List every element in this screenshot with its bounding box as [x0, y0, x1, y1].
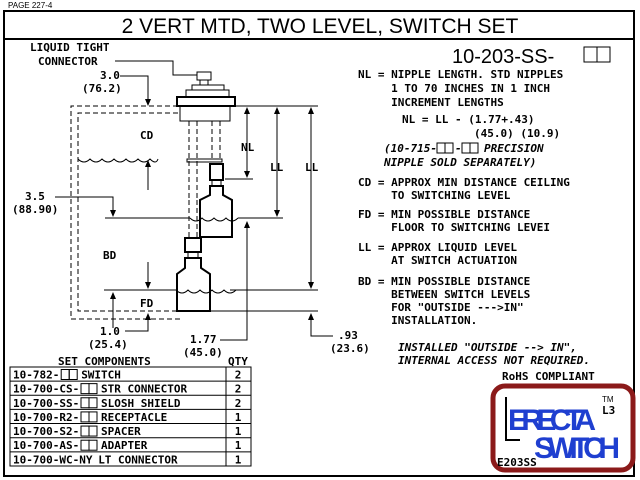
dim-float: 1.77	[190, 333, 217, 346]
note-nl: INCREMENT LENGTHS	[358, 96, 504, 109]
part-number: 10-203-SS-	[452, 46, 554, 68]
dim-bottom-mm: (25.4)	[88, 338, 128, 351]
option-box	[80, 383, 90, 395]
logo-switch: SWITCH	[534, 432, 620, 465]
component-qty: 1	[235, 439, 242, 452]
label-ll: LL	[305, 161, 319, 174]
option-box	[80, 411, 90, 423]
note-fd: FLOOR TO SWITCHING LEVEI	[358, 221, 550, 234]
component-part: 10-700-WC-NY	[13, 453, 93, 466]
note-bd: INSTALLATION.	[358, 314, 477, 327]
installed-note: INTERNAL ACCESS NOT REQUIRED.	[398, 354, 590, 367]
qty-header: QTY	[228, 355, 248, 368]
note-nl: 1 TO 70 INCHES IN 1 INCH	[358, 82, 550, 95]
dim-right: .93	[338, 329, 358, 342]
component-qty: 2	[235, 369, 242, 382]
dim-mid-mm: (88.90)	[12, 203, 58, 216]
component-qty: 2	[235, 397, 242, 410]
component-description: LT CONNECTOR	[98, 453, 178, 466]
option-box	[583, 46, 598, 63]
option-box	[80, 439, 90, 451]
component-description: SWITCH	[81, 369, 121, 382]
note-fd: FD = MIN POSSIBLE DISTANCE	[358, 208, 530, 221]
option-box	[68, 369, 78, 380]
installed-note: INSTALLED "OUTSIDE --> IN",	[398, 341, 577, 354]
component-qty: 1	[235, 453, 242, 466]
note-ll: AT SWITCH ACTUATION	[358, 254, 517, 267]
formula: NL = LL - (1.77+.43)	[402, 113, 534, 126]
notes: NL = NIPPLE LENGTH. STD NIPPLES 1 TO 70 …	[358, 68, 590, 367]
option-box	[596, 46, 611, 63]
component-qty: 1	[235, 425, 242, 438]
note-nl: NL = NIPPLE LENGTH. STD NIPPLES	[358, 68, 563, 81]
dim-top: 3.0	[100, 69, 120, 82]
table-header: SET COMPONENTS	[58, 355, 151, 368]
dim-bottom: 1.0	[100, 325, 120, 338]
component-description: STR CONNECTOR	[101, 383, 187, 396]
page-label: PAGE 227-4	[8, 1, 53, 10]
precision-note: PRECISION	[484, 142, 544, 155]
switch-assembly-diagram: LIQUID TIGHT CONNECTOR 3.0 (76.2) CD NL …	[12, 41, 370, 359]
component-part: 10-700-CS-	[13, 383, 79, 396]
note-cd: TO SWITCHING LEVEL	[358, 189, 511, 202]
sheet-border	[3, 10, 635, 477]
label-connector: CONNECTOR	[38, 55, 98, 68]
label-nl: NL	[241, 141, 255, 154]
note-cd: CD = APPROX MIN DISTANCE CEILING	[358, 176, 570, 189]
label-bd: BD	[103, 249, 117, 262]
page-title: 2 VERT MTD, TWO LEVEL, SWITCH SET	[122, 15, 519, 38]
erecta-switch-logo: ERECTA SWITCH TM L3 E203SS	[490, 383, 636, 473]
component-part: 10-700-SS-	[13, 397, 79, 410]
logo-erecta: ERECTA	[508, 404, 596, 437]
component-qty: 2	[235, 383, 242, 396]
logo-code: E203SS	[497, 456, 537, 469]
component-part: 10-700-S2-	[13, 425, 79, 438]
component-part: 10-700-R2-	[13, 411, 79, 424]
precision-note: NIPPLE SOLD SEPARATELY)	[383, 156, 536, 169]
note-ll: LL = APPROX LIQUID LEVEL	[358, 241, 517, 254]
precision-note: (10-715-	[384, 142, 437, 155]
component-qty: 1	[235, 411, 242, 424]
dim-right-mm: (23.6)	[330, 342, 370, 355]
option-box	[88, 397, 98, 409]
note-bd: FOR "OUTSIDE --->IN"	[358, 301, 524, 314]
logo-series: L3	[602, 404, 615, 417]
component-description: SLOSH SHIELD	[101, 397, 181, 410]
note-bd: BD = MIN POSSIBLE DISTANCE	[358, 275, 530, 288]
component-description: SPACER	[101, 425, 141, 438]
option-box	[88, 383, 98, 395]
option-box	[88, 411, 98, 423]
option-box	[80, 397, 90, 409]
option-box	[88, 439, 98, 451]
dim-float-mm: (45.0)	[183, 346, 223, 359]
label-fd: FD	[140, 297, 154, 310]
option-box	[88, 425, 98, 437]
component-part: 10-700-AS-	[13, 439, 79, 452]
logo-tm: TM	[602, 395, 614, 404]
svg-text:-: -	[455, 142, 462, 155]
label-cd: CD	[140, 129, 154, 142]
note-bd: BETWEEN SWITCH LEVELS	[358, 288, 530, 301]
dim-mid: 3.5	[25, 190, 45, 203]
option-box	[80, 425, 90, 437]
label-connector: LIQUID TIGHT	[30, 41, 110, 54]
component-description: ADAPTER	[101, 439, 148, 452]
rohs-label: RoHS COMPLIANT	[502, 370, 595, 383]
component-part: 10-782-	[13, 369, 59, 382]
component-description: RECEPTACLE	[101, 411, 167, 424]
formula-mm: (45.0) (10.9)	[474, 127, 560, 140]
dim-top-mm: (76.2)	[82, 82, 122, 95]
components-table: SET COMPONENTS QTY 10-782- SWITCH 2 10-700-…	[9, 355, 252, 467]
label-ll: LL	[270, 161, 284, 174]
option-box	[60, 369, 70, 380]
